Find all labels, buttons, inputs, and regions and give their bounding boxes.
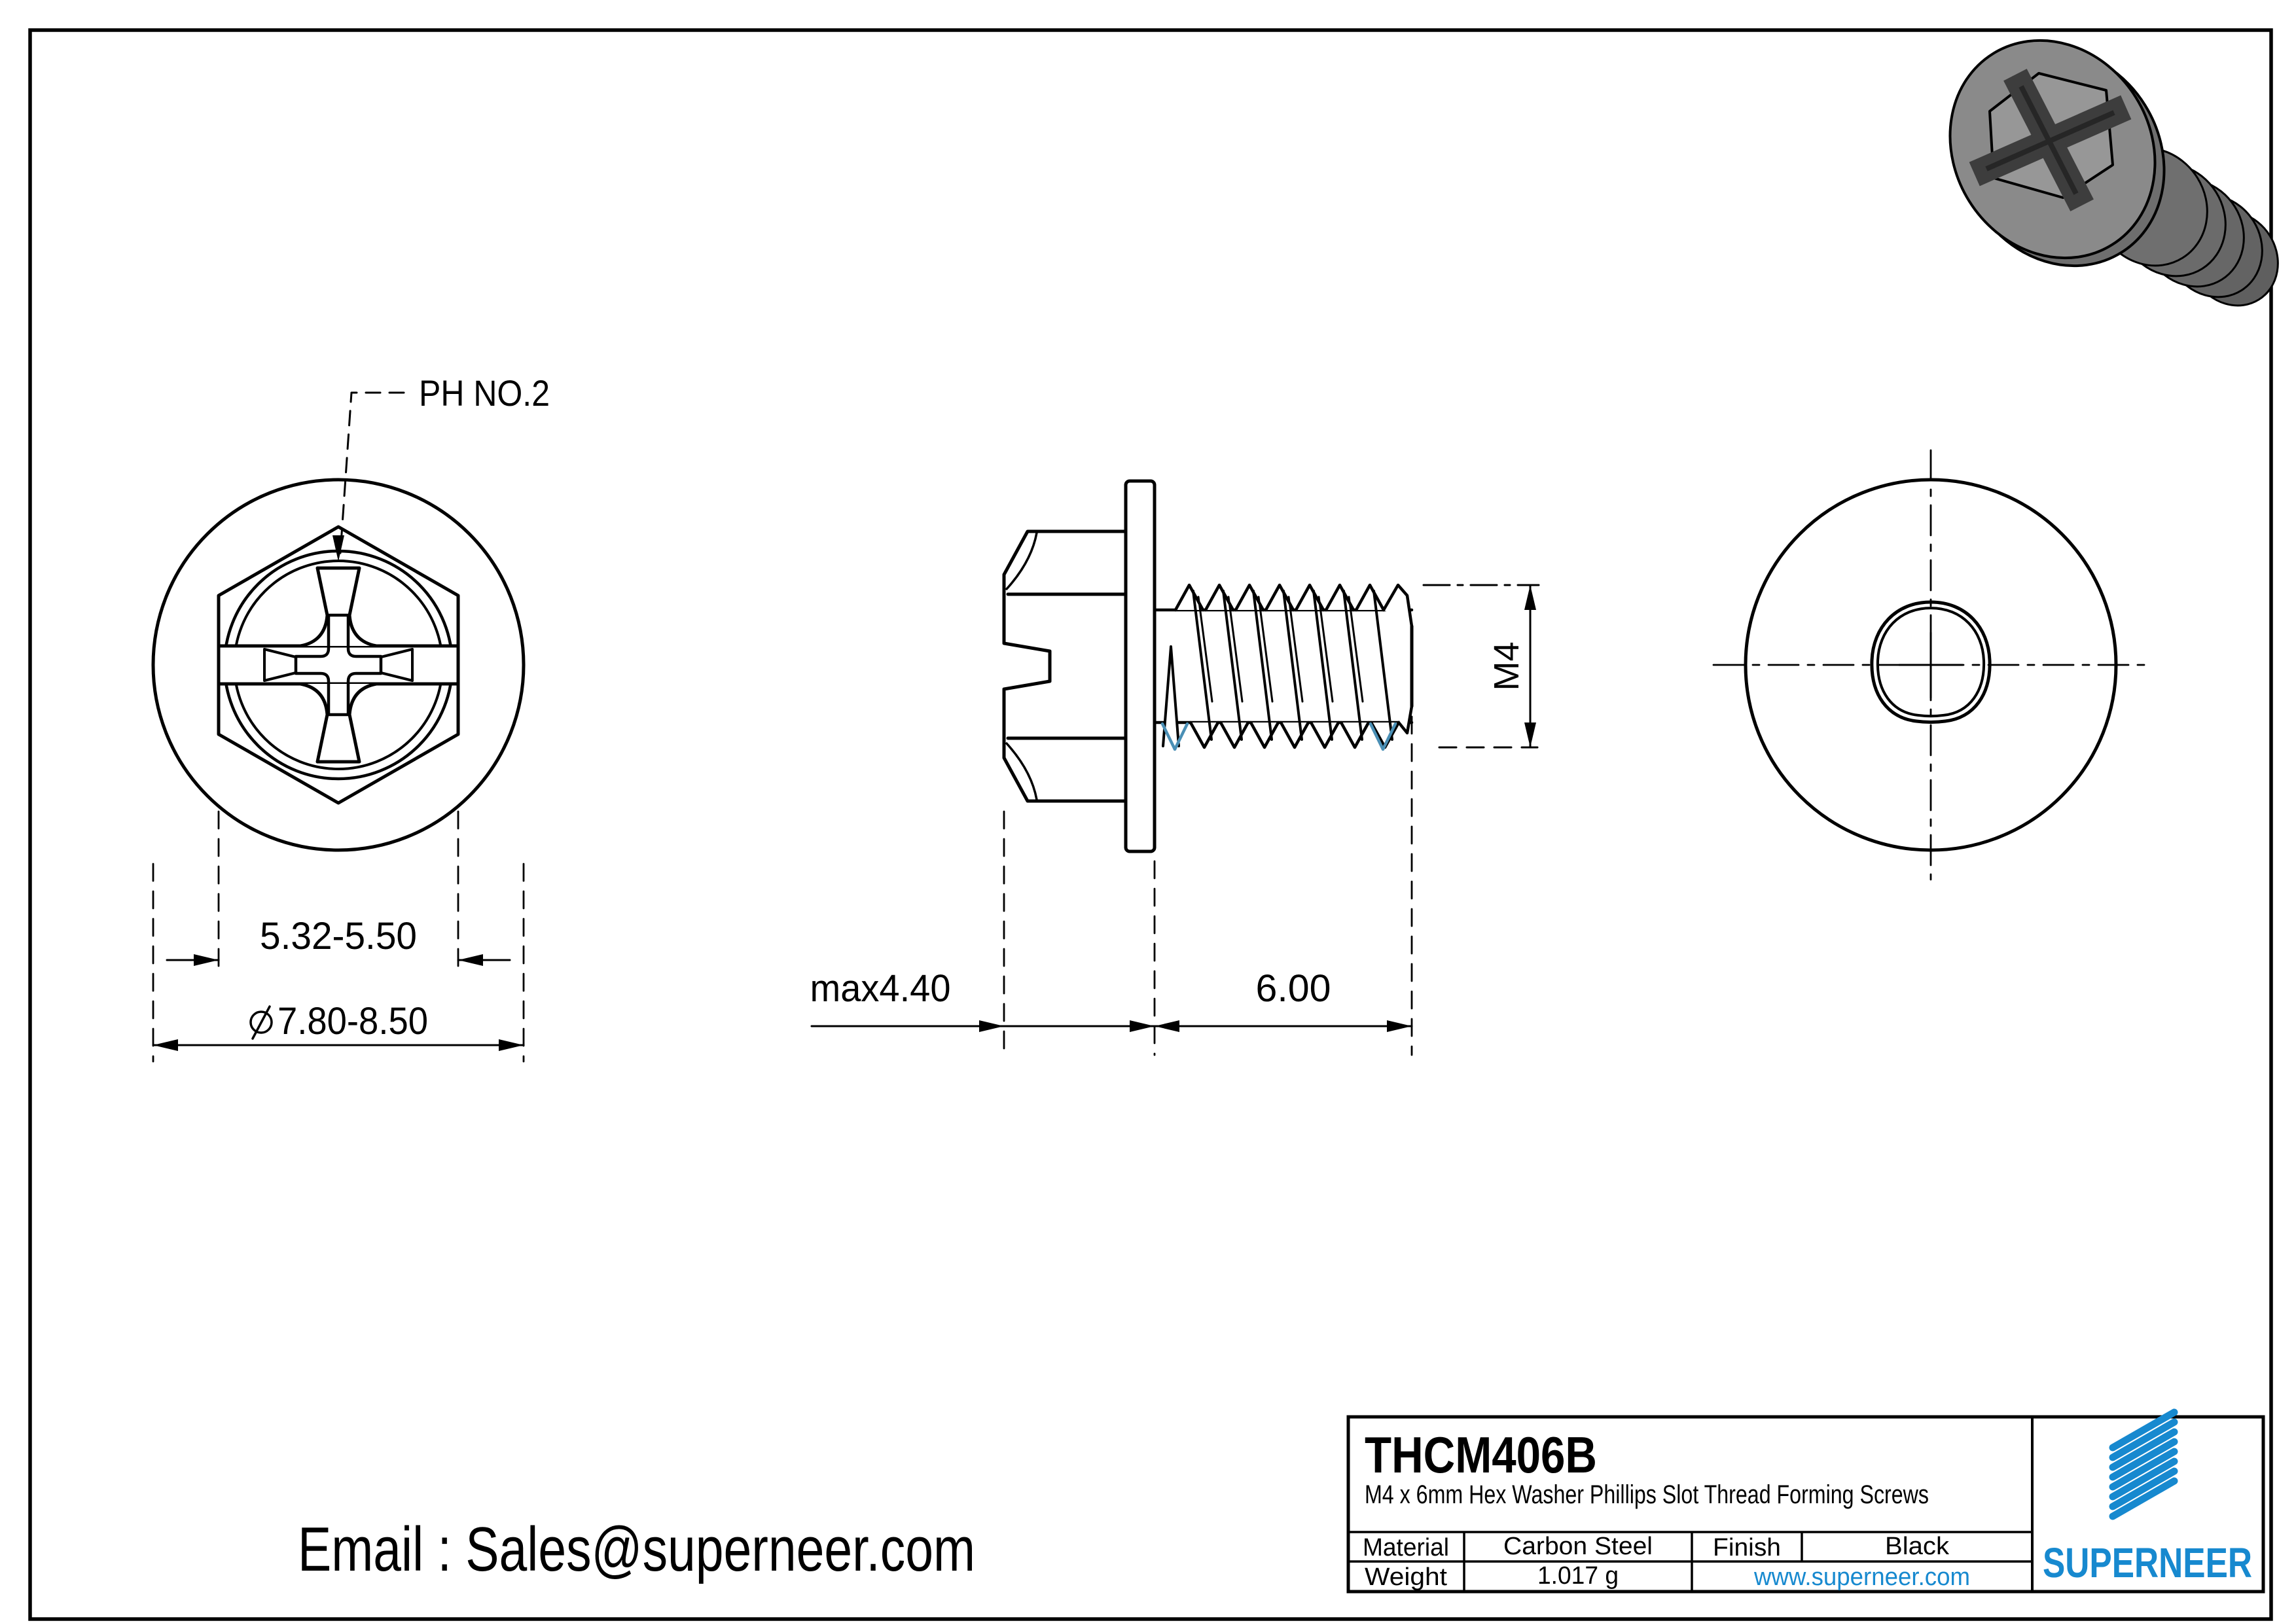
hex-width-dim-label: 5.32-5.50 — [260, 915, 417, 957]
superneer-logo-icon — [2109, 1408, 2178, 1520]
dim-arrow — [979, 1020, 1004, 1032]
dim-arrow — [499, 1039, 524, 1051]
thread-crests-top — [1174, 583, 1414, 628]
finish-value: Black — [1885, 1533, 1950, 1560]
dim-arrow — [458, 954, 483, 966]
thread-flank-lines — [1192, 590, 1393, 741]
dim-arrow — [1130, 1020, 1155, 1032]
front-extension-lines — [152, 810, 525, 1063]
dim-arrow — [1155, 1020, 1179, 1032]
part-description: M4 x 6mm Hex Washer Phillips Slot Thread… — [1365, 1480, 1929, 1509]
front-view: PH NO.2 5.32-5.50 7.80-8.50 — [151, 372, 550, 1063]
contact-email: Email : Sales@superneer.com — [298, 1514, 975, 1584]
dim-arrow — [1524, 585, 1536, 610]
dim-arrow — [1524, 722, 1536, 747]
head-face-lines — [1006, 592, 1128, 740]
center-cross-marker — [1898, 632, 1964, 699]
dim-arrow — [1387, 1020, 1412, 1032]
thread-root-lines — [1153, 608, 1414, 724]
trilobular-shank-section — [1870, 600, 1992, 724]
weight-value: 1.017 g — [1537, 1562, 1619, 1590]
side-view: max4.40 6.00 M4 — [810, 479, 1540, 1056]
page-border — [28, 28, 2273, 1621]
part-number: THCM406B — [1365, 1426, 1597, 1484]
diameter-symbol — [249, 1005, 273, 1040]
screw-3d-render — [1948, 39, 2279, 307]
thread-root-highlights — [1160, 722, 1397, 751]
back-view — [1712, 449, 2149, 881]
website-link[interactable]: www.superneer.com — [1753, 1563, 1970, 1591]
material-label: Material — [1363, 1534, 1449, 1561]
thread-runout-spike — [1162, 645, 1180, 747]
phillips-callout-label: PH NO.2 — [419, 372, 550, 414]
brand-name: SUPERNEER — [2043, 1539, 2252, 1586]
title-block: THCM406B M4 x 6mm Hex Washer Phillips Sl… — [1346, 1408, 2265, 1594]
material-value: Carbon Steel — [1503, 1533, 1653, 1560]
washer-flange — [1124, 479, 1157, 853]
callout-leader — [339, 391, 405, 554]
head-length-dim-label: max4.40 — [810, 967, 951, 1010]
slot-band-fill — [221, 647, 456, 683]
spec-table-grid — [1348, 1531, 2032, 1592]
weight-label: Weight — [1365, 1563, 1447, 1591]
head-profile — [1002, 529, 1128, 803]
cross-recess-inner — [294, 613, 383, 717]
side-extension-lines — [1003, 715, 1413, 1056]
dim-arrow — [153, 1039, 178, 1051]
slot-wings — [263, 648, 414, 682]
dim-arrow — [194, 954, 219, 966]
finish-label: Finish — [1713, 1534, 1781, 1561]
thread-length-dim-label: 6.00 — [1256, 967, 1331, 1010]
head-chamfer-arcs — [1005, 531, 1038, 801]
thread-size-dim-label: M4 — [1487, 641, 1526, 690]
cross-arm-top — [298, 566, 378, 648]
callout-arrowhead — [332, 535, 344, 562]
cross-arm-bottom — [298, 682, 378, 764]
washer-dia-dim-label: 7.80-8.50 — [278, 1000, 428, 1043]
